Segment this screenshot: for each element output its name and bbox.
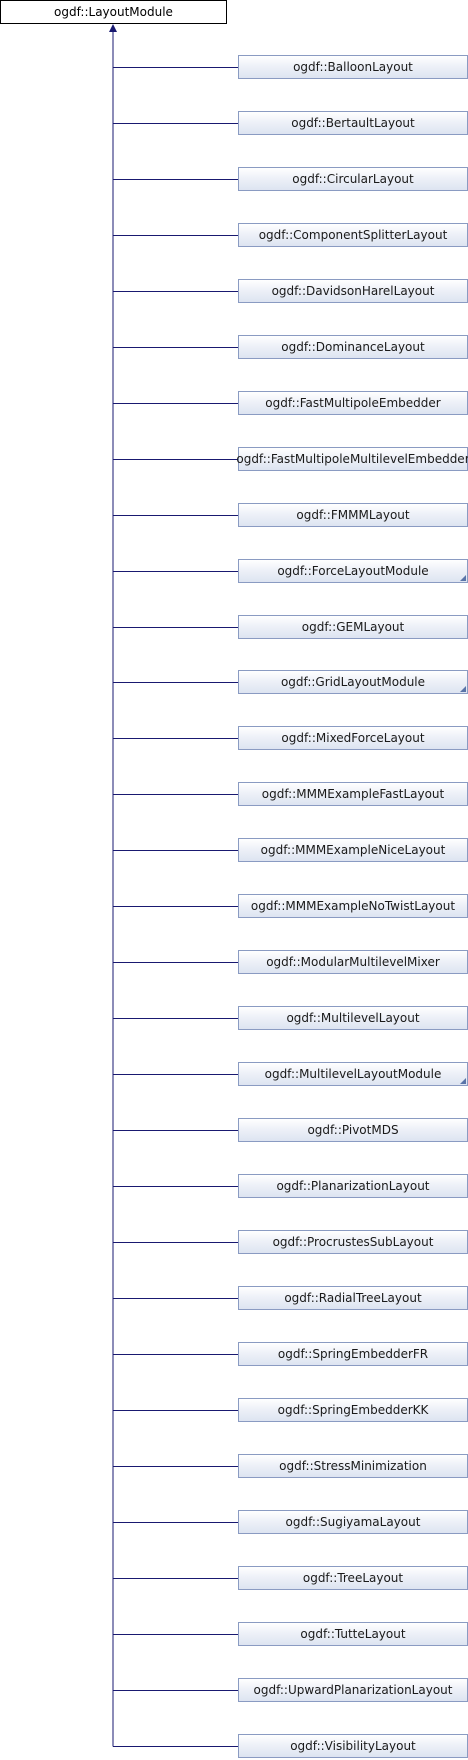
derived-class-node[interactable]: ogdf::SpringEmbedderKK (238, 1398, 468, 1422)
derived-class-node[interactable]: ogdf::SugiyamaLayout (238, 1510, 468, 1534)
derived-class-label: ogdf::VisibilityLayout (290, 1739, 416, 1753)
derived-class-label: ogdf::TreeLayout (302, 1571, 404, 1585)
derived-class-node[interactable]: ogdf::PivotMDS (238, 1118, 468, 1142)
derived-class-label: ogdf::ForceLayoutModule (277, 564, 429, 578)
derived-class-label: ogdf::MMMExampleNoTwistLayout (250, 899, 456, 913)
more-subclasses-corner-icon (460, 575, 466, 581)
derived-class-label: ogdf::ProcrustesSubLayout (272, 1235, 434, 1249)
derived-class-node[interactable]: ogdf::GridLayoutModule (238, 670, 468, 694)
derived-class-label: ogdf::RadialTreeLayout (284, 1291, 422, 1305)
derived-class-label: ogdf::DavidsonHarelLayout (271, 284, 435, 298)
base-class-node[interactable]: ogdf::LayoutModule (0, 0, 227, 24)
derived-class-node[interactable]: ogdf::BertaultLayout (238, 111, 468, 135)
derived-class-label: ogdf::CircularLayout (292, 172, 414, 186)
derived-class-node[interactable]: ogdf::FastMultipoleEmbedder (238, 391, 468, 415)
derived-class-label: ogdf::BalloonLayout (293, 60, 413, 74)
derived-class-label: ogdf::FMMMLayout (296, 508, 410, 522)
derived-class-label: ogdf::BertaultLayout (291, 116, 415, 130)
derived-class-node[interactable]: ogdf::BalloonLayout (238, 55, 468, 79)
derived-class-node[interactable]: ogdf::SpringEmbedderFR (238, 1342, 468, 1366)
derived-class-node[interactable]: ogdf::UpwardPlanarizationLayout (238, 1678, 468, 1702)
derived-class-node[interactable]: ogdf::TutteLayout (238, 1622, 468, 1646)
derived-class-node[interactable]: ogdf::VisibilityLayout (238, 1734, 468, 1758)
base-class-label: ogdf::LayoutModule (54, 5, 173, 19)
more-subclasses-corner-icon (460, 1078, 466, 1084)
inheritance-arrowhead-icon (109, 24, 117, 32)
derived-class-label: ogdf::MixedForceLayout (281, 731, 425, 745)
derived-class-label: ogdf::SpringEmbedderFR (277, 1347, 429, 1361)
derived-class-label: ogdf::SpringEmbedderKK (277, 1403, 429, 1417)
derived-class-label: ogdf::MMMExampleFastLayout (261, 787, 445, 801)
derived-class-node[interactable]: ogdf::FastMultipoleMultilevelEmbedder (236, 447, 468, 471)
derived-class-label: ogdf::ModularMultilevelMixer (266, 955, 440, 969)
derived-class-node[interactable]: ogdf::DominanceLayout (238, 335, 468, 359)
derived-class-node[interactable]: ogdf::MMMExampleNiceLayout (238, 838, 468, 862)
derived-class-label: ogdf::GEMLayout (301, 620, 405, 634)
derived-class-label: ogdf::MultilevelLayout (286, 1011, 420, 1025)
derived-class-node[interactable]: ogdf::CircularLayout (238, 167, 468, 191)
derived-class-node[interactable]: ogdf::StressMinimization (238, 1454, 468, 1478)
derived-class-node[interactable]: ogdf::ProcrustesSubLayout (238, 1230, 468, 1254)
derived-class-label: ogdf::MMMExampleNiceLayout (260, 843, 446, 857)
derived-class-label: ogdf::MultilevelLayoutModule (264, 1067, 442, 1081)
derived-class-node[interactable]: ogdf::PlanarizationLayout (238, 1174, 468, 1198)
derived-class-label: ogdf::StressMinimization (279, 1459, 427, 1473)
derived-class-node[interactable]: ogdf::MixedForceLayout (238, 726, 468, 750)
derived-class-node[interactable]: ogdf::MMMExampleNoTwistLayout (238, 894, 468, 918)
derived-class-label: ogdf::PivotMDS (307, 1123, 399, 1137)
derived-class-label: ogdf::GridLayoutModule (280, 675, 426, 689)
derived-class-label: ogdf::PlanarizationLayout (276, 1179, 430, 1193)
derived-class-label: ogdf::FastMultipoleMultilevelEmbedder (236, 452, 468, 466)
derived-class-label: ogdf::TutteLayout (300, 1627, 406, 1641)
derived-class-node[interactable]: ogdf::MultilevelLayoutModule (238, 1062, 468, 1086)
more-subclasses-corner-icon (460, 686, 466, 692)
derived-class-node[interactable]: ogdf::FMMMLayout (238, 503, 468, 527)
derived-class-node[interactable]: ogdf::RadialTreeLayout (238, 1286, 468, 1310)
derived-class-node[interactable]: ogdf::DavidsonHarelLayout (238, 279, 468, 303)
derived-class-label: ogdf::UpwardPlanarizationLayout (253, 1683, 453, 1697)
derived-class-label: ogdf::DominanceLayout (281, 340, 425, 354)
derived-class-node[interactable]: ogdf::MMMExampleFastLayout (238, 782, 468, 806)
derived-class-node[interactable]: ogdf::TreeLayout (238, 1566, 468, 1590)
derived-class-label: ogdf::FastMultipoleEmbedder (265, 396, 441, 410)
derived-class-node[interactable]: ogdf::MultilevelLayout (238, 1006, 468, 1030)
derived-class-node[interactable]: ogdf::ForceLayoutModule (238, 559, 468, 583)
derived-class-label: ogdf::ComponentSplitterLayout (258, 228, 448, 242)
derived-class-node[interactable]: ogdf::ComponentSplitterLayout (238, 223, 468, 247)
derived-class-label: ogdf::SugiyamaLayout (285, 1515, 421, 1529)
derived-class-node[interactable]: ogdf::GEMLayout (238, 615, 468, 639)
derived-class-node[interactable]: ogdf::ModularMultilevelMixer (238, 950, 468, 974)
